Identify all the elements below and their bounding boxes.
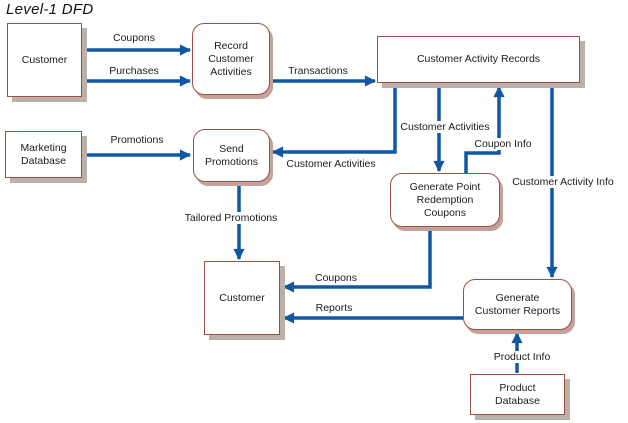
flow-label-coupons-top: Coupons	[109, 32, 159, 44]
flow-label-customer-activities-to-send: Customer Activities	[283, 158, 379, 170]
flow-label-customer-activities-to-generate: Customer Activities	[397, 121, 493, 133]
entity-product-database: Product Database	[470, 374, 565, 415]
flow-label-purchases: Purchases	[106, 65, 162, 77]
diagram-title: Level-1 DFD	[6, 1, 94, 18]
datastore-customer-activity-records: Customer Activity Records	[377, 36, 580, 83]
process-send-promotions: Send Promotions	[193, 129, 270, 182]
flow-label-transactions: Transactions	[285, 65, 351, 77]
flow-arrow-customer-activities-to-send	[271, 84, 397, 158]
process-record-customer-activities: Record Customer Activities	[192, 23, 270, 95]
flow-label-coupon-info: Coupon Info	[471, 138, 535, 150]
process-generate-point-redemption-coupons: Generate Point Redemption Coupons	[390, 173, 500, 227]
flow-label-product-info: Product Info	[490, 351, 554, 363]
flow-label-tailored-promotions: Tailored Promotions	[181, 212, 281, 224]
entity-customer-top: Customer	[7, 23, 82, 97]
flow-label-customer-activity-info: Customer Activity Info	[509, 176, 617, 188]
flow-arrow-coupon-info	[464, 85, 505, 174]
entity-marketing-database: Marketing Database	[5, 131, 82, 178]
flow-arrow-coupons-bottom	[282, 227, 432, 293]
flow-label-coupons-bottom: Coupons	[311, 272, 361, 284]
flow-label-reports: Reports	[312, 302, 356, 314]
process-generate-customer-reports: Generate Customer Reports	[463, 279, 572, 330]
flow-label-promotions: Promotions	[107, 134, 167, 146]
entity-customer-bottom: Customer	[204, 261, 280, 335]
